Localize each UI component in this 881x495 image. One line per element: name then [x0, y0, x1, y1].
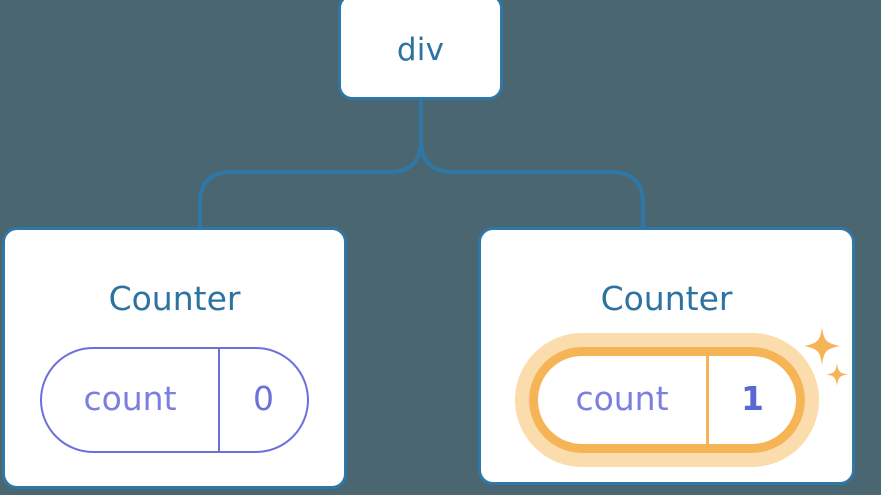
tree-node-root-label: div	[396, 31, 445, 68]
state-pill-value: 0	[253, 379, 274, 418]
state-pill-key: count	[538, 356, 709, 444]
tree-node-root[interactable]: div	[338, 0, 503, 100]
tree-node-title: Counter	[108, 279, 241, 318]
state-pill-key: count	[42, 349, 220, 451]
state-pill-count-left[interactable]: count 0	[40, 347, 309, 453]
state-pill-value: 1	[741, 379, 764, 418]
tree-node-title: Counter	[600, 279, 733, 318]
state-pill-count-right-wrapper[interactable]: count 1	[515, 333, 819, 467]
state-pill-count-right[interactable]: count 1	[529, 347, 805, 453]
